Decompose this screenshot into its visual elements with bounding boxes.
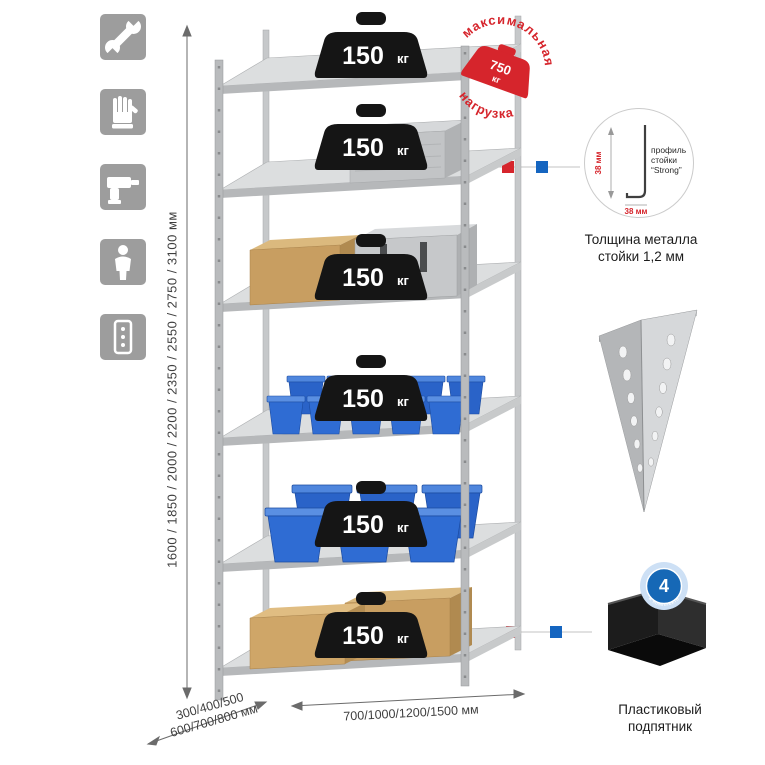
max-load-stamp: максимальная нагрузка 750 кг xyxy=(453,2,568,129)
shelf-load-badge-5: 150 кг xyxy=(314,481,428,547)
svg-text:“Strong”: “Strong” xyxy=(651,165,682,175)
svg-text:кг: кг xyxy=(397,394,410,409)
svg-text:150: 150 xyxy=(342,42,384,70)
svg-text:кг: кг xyxy=(397,273,410,288)
plastic-foot-detail: 4 в комплекте xyxy=(607,562,707,666)
svg-text:150: 150 xyxy=(342,622,384,650)
profile-dim-vertical: 38 мм xyxy=(594,151,603,174)
svg-text:кг: кг xyxy=(491,73,502,85)
max-load-weight: 750 кг xyxy=(461,44,530,99)
svg-text:750: 750 xyxy=(488,57,514,79)
drill-icon xyxy=(100,164,146,210)
svg-text:кг: кг xyxy=(397,631,410,646)
svg-text:150: 150 xyxy=(342,134,384,162)
svg-text:кг: кг xyxy=(397,520,410,535)
tools-icon xyxy=(100,14,146,60)
profile-caption: Толщина металла стойки 1,2 мм xyxy=(584,232,698,264)
height-dimensions-label: 1600 / 1850 / 2000 / 2200 / 2350 / 2550 … xyxy=(164,211,180,568)
shelf-load-badge-2: 150 кг xyxy=(314,104,428,170)
blue-marker xyxy=(536,161,548,173)
gloves-icon xyxy=(100,89,146,135)
svg-text:профиль: профиль xyxy=(651,145,687,155)
included-count-badge: 4 в комплекте xyxy=(640,562,688,610)
post-profile-drawing xyxy=(625,125,647,199)
front-left-post xyxy=(214,59,224,701)
svg-text:150: 150 xyxy=(342,264,384,292)
svg-text:стойки: стойки xyxy=(651,155,677,165)
svg-text:кг: кг xyxy=(397,51,410,66)
foot-caption: Пластиковый подпятник xyxy=(618,702,702,734)
shelf-load-badge-3: 150 кг xyxy=(314,234,428,300)
profile-icon xyxy=(100,314,146,360)
svg-text:150: 150 xyxy=(342,385,384,413)
svg-text:4: 4 xyxy=(659,576,669,596)
front-right-post xyxy=(460,45,470,687)
shelf-load-badge-4: 150 кг xyxy=(314,355,428,421)
blue-marker xyxy=(550,626,562,638)
width-dim-line xyxy=(291,693,525,707)
shelving-rack: 150 кг 150 кг 150 кг 150 кг 150 кг xyxy=(214,12,522,701)
svg-text:150: 150 xyxy=(342,511,384,539)
svg-text:кг: кг xyxy=(397,143,410,158)
profile-dim-horizontal: 38 мм xyxy=(625,207,648,216)
shelf-load-badge-1: 150 кг xyxy=(314,12,428,78)
profile-detail-circle: 38 мм 38 мм профиль стойки “Strong” xyxy=(584,108,694,218)
shelf-load-badge-6: 150 кг xyxy=(314,592,428,658)
back-right-post xyxy=(514,15,522,651)
depth-dim-line xyxy=(147,701,267,745)
person-icon xyxy=(100,239,146,285)
angle-post-detail xyxy=(598,309,698,513)
